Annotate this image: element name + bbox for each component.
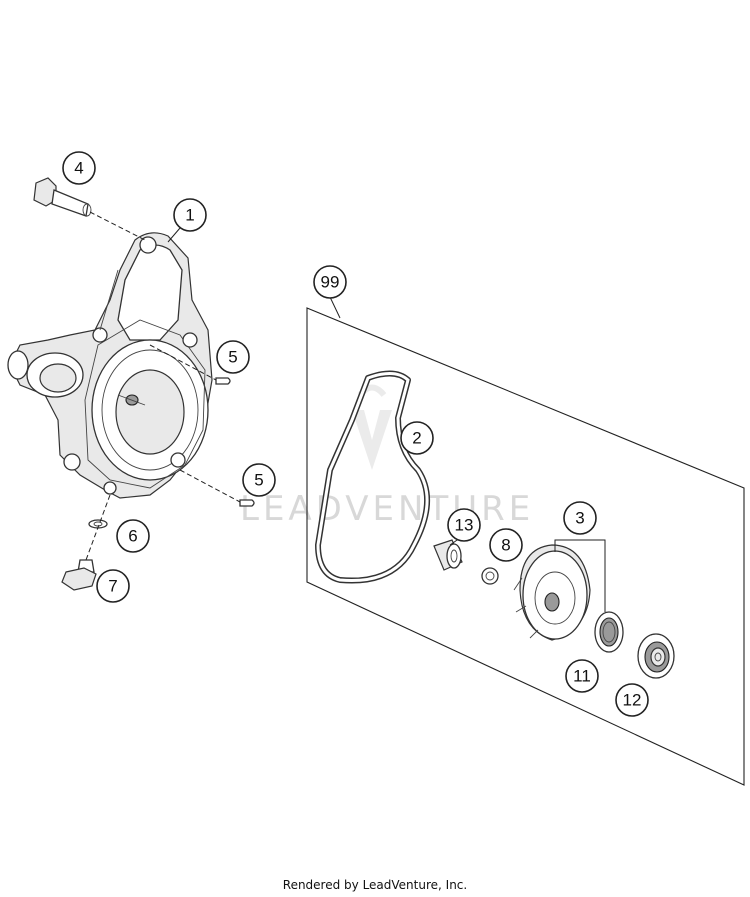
callout-7: 7	[96, 569, 130, 603]
callout-2: 2	[400, 421, 434, 455]
callout-5-upper: 5	[216, 340, 250, 374]
svg-text:13: 13	[455, 516, 474, 535]
callout-6: 6	[116, 519, 150, 553]
mechanical-seal-part-12[interactable]	[637, 633, 675, 679]
callout-11: 11	[565, 659, 599, 693]
kit-frame	[306, 307, 745, 786]
leader-5b	[179, 469, 241, 503]
leader-4	[89, 211, 146, 241]
dowel-pin-upper[interactable]	[215, 377, 231, 385]
drain-screw-part-7[interactable]	[61, 559, 97, 591]
svg-text:7: 7	[108, 577, 117, 596]
ring-part-8[interactable]	[481, 567, 499, 585]
svg-text:12: 12	[623, 691, 642, 710]
water-pump-cover[interactable]	[7, 232, 213, 499]
svg-text:5: 5	[228, 348, 237, 367]
watermark-text: LEADVENTURE	[240, 489, 534, 529]
svg-text:3: 3	[575, 509, 584, 528]
svg-text:2: 2	[412, 429, 421, 448]
bolt-part-4[interactable]	[33, 177, 92, 217]
svg-text:4: 4	[74, 159, 83, 178]
footer-credit: Rendered by LeadVenture, Inc.	[282, 878, 468, 892]
callout-13: 13	[447, 508, 481, 542]
leader-3	[554, 539, 606, 612]
impeller-part-3[interactable]	[513, 544, 591, 641]
callout-5-lower: 5	[242, 463, 276, 497]
belt-part-2[interactable]	[315, 370, 430, 584]
svg-text:6: 6	[128, 527, 137, 546]
callout-4: 4	[62, 151, 96, 185]
kit-leader	[329, 296, 341, 319]
bushing-part-13[interactable]	[433, 539, 463, 571]
svg-text:8: 8	[501, 536, 510, 555]
callout-12: 12	[615, 683, 649, 717]
dowel-pin-lower[interactable]	[239, 499, 255, 507]
callout-99: 99	[313, 265, 347, 299]
leader-1	[167, 227, 181, 243]
leader-5a	[149, 344, 217, 381]
svg-text:1: 1	[185, 206, 194, 225]
callout-1: 1	[173, 198, 207, 232]
svg-text:11: 11	[573, 667, 591, 686]
callout-8: 8	[489, 528, 523, 562]
seal-ring-part-11[interactable]	[594, 611, 624, 653]
svg-text:99: 99	[321, 273, 340, 292]
leader-6-7	[85, 494, 111, 561]
svg-text:5: 5	[254, 471, 263, 490]
callout-3: 3	[563, 501, 597, 535]
